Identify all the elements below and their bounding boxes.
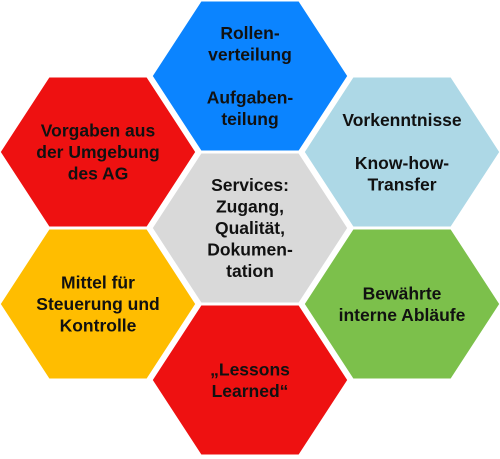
hexagon-shape bbox=[149, 150, 351, 306]
hexagon-label-line: Bewährte bbox=[363, 283, 442, 303]
hexagon-label-line: Transfer bbox=[367, 174, 436, 194]
hexagon-label-line: verteilung bbox=[208, 45, 292, 65]
hexagon-label-line: Aufgaben- bbox=[207, 88, 294, 108]
hexagon-label-line: Know-how- bbox=[355, 153, 449, 173]
hexagon-shape bbox=[301, 226, 500, 382]
hexagon-label-line: Rollen- bbox=[220, 23, 279, 43]
hexagon-label-line: interne Abläufe bbox=[339, 305, 466, 325]
hexagon-label-line: des AG bbox=[68, 164, 129, 184]
hexagon-label-line: teilung bbox=[221, 109, 278, 129]
hexagon-label-line: „Lessons bbox=[210, 359, 290, 379]
hexagon-shape bbox=[0, 74, 199, 230]
hexagon-center: Services:Zugang,Qualität,Dokumen-tation bbox=[149, 150, 351, 306]
hexagon-label-line: der Umgebung bbox=[36, 142, 159, 162]
hexagon-label-line: Steuerung und bbox=[36, 294, 159, 314]
hexagon-label-line: Dokumen- bbox=[207, 240, 293, 260]
hexagon-label-line: Kontrolle bbox=[60, 316, 137, 336]
hexagon-label-line: Services: bbox=[211, 175, 289, 195]
hexagon-label-line: Mittel für bbox=[61, 273, 135, 293]
hexagon-label-line: Learned“ bbox=[212, 381, 289, 401]
hexagon-label-line: Zugang, bbox=[216, 197, 284, 217]
hexagon-label-line: Qualität, bbox=[215, 218, 285, 238]
hexagon-label-line: Vorkenntnisse bbox=[342, 110, 462, 130]
hexagon-label-line: tation bbox=[226, 261, 274, 281]
hexagon-label-line: Vorgaben aus bbox=[41, 121, 156, 141]
